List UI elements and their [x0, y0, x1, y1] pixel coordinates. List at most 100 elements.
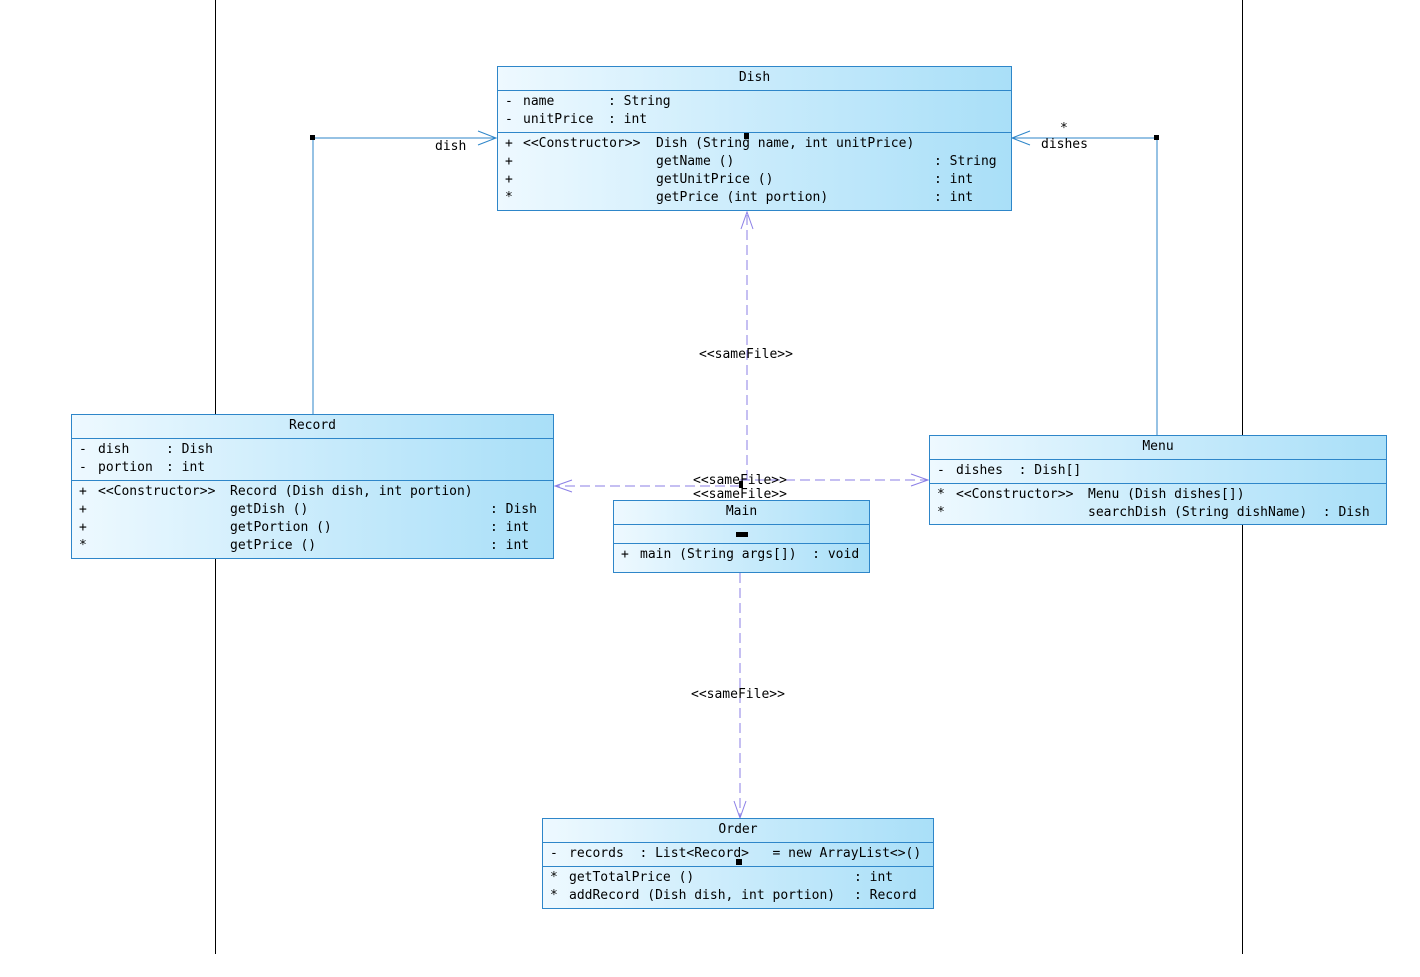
operation-row[interactable]: + getPortion () : int — [72, 519, 553, 537]
attribute-type: : int — [166, 460, 206, 475]
operation-signature: getDish () — [230, 502, 309, 517]
stereotype: <<Constructor>> — [523, 136, 641, 151]
attribute-section: - dishes : Dish[] — [930, 460, 1386, 484]
operation-signature: Record (Dish dish, int portion) — [230, 484, 473, 499]
operation-signature: getUnitPrice () — [656, 172, 774, 187]
return-type: : int — [490, 520, 530, 535]
class-main[interactable]: Main + main (String args[]) : void — [613, 500, 870, 573]
attribute-row[interactable]: - unitPrice : int — [498, 111, 1011, 129]
attribute-name: portion — [98, 460, 153, 475]
operation-row[interactable]: * searchDish (String dishName) : Dish — [930, 504, 1386, 522]
operation-signature: Dish (String name, int unitPrice) — [656, 136, 915, 151]
operation-signature: getPrice () — [230, 538, 317, 553]
operation-section: + main (String args[]) : void — [614, 544, 869, 567]
attribute-section: - name : String - unitPrice : int — [498, 91, 1011, 133]
stereotype: <<Constructor>> — [98, 484, 216, 499]
arrowhead-main-dish — [740, 210, 754, 230]
visibility-marker: * — [550, 888, 558, 903]
operation-section: * <<Constructor>> Menu (Dish dishes[]) *… — [930, 484, 1386, 525]
operation-section: * getTotalPrice () : int * addRecord (Di… — [543, 867, 933, 908]
operation-row[interactable]: + <<Constructor>> Record (Dish dish, int… — [72, 483, 553, 501]
visibility-marker: + — [505, 172, 513, 187]
attribute-row[interactable]: - name : String — [498, 93, 1011, 111]
role-label-dish: dish — [435, 139, 467, 154]
operation-row[interactable]: * getPrice (int portion) : int — [498, 189, 1011, 207]
stereotype-label-main-menu: <<sameFile>> — [693, 474, 787, 488]
attribute-row[interactable]: - dishes : Dish[] — [930, 462, 1386, 480]
visibility-marker: + — [505, 136, 513, 151]
operation-section: + <<Constructor>> Dish (String name, int… — [498, 133, 1011, 210]
visibility-marker: - — [505, 112, 513, 127]
visibility-marker: - — [79, 442, 87, 457]
attribute-type: : int — [608, 112, 648, 127]
visibility-marker: - — [937, 463, 945, 478]
operation-row[interactable]: * getPrice () : int — [72, 537, 553, 555]
visibility-marker: - — [550, 846, 558, 861]
operation-signature: getPortion () — [230, 520, 332, 535]
arrowhead-record-dish — [477, 130, 498, 146]
label-handle-main[interactable] — [739, 481, 743, 488]
stereotype-label-main-order: <<sameFile>> — [691, 687, 785, 702]
visibility-marker: + — [79, 484, 87, 499]
attribute-name: unitPrice — [523, 112, 594, 127]
visibility-marker: * — [79, 538, 87, 553]
operation-row[interactable]: + main (String args[]) : void — [614, 546, 869, 564]
operation-row[interactable]: + getName () : String — [498, 153, 1011, 171]
return-type: : Record — [854, 888, 917, 903]
operation-signature: Menu (Dish dishes[]) — [1088, 487, 1245, 502]
connection-handle-order[interactable] — [736, 859, 742, 865]
visibility-marker: + — [621, 547, 629, 562]
operation-signature: getPrice (int portion) — [656, 190, 829, 205]
arrowhead-main-menu — [910, 473, 930, 487]
empty-section-marker — [736, 532, 748, 537]
class-title: Order — [543, 819, 933, 843]
connection-handle-dish[interactable] — [744, 133, 749, 139]
visibility-marker: * — [550, 870, 558, 885]
visibility-marker: + — [505, 154, 513, 169]
operation-signature: getTotalPrice () — [569, 870, 695, 885]
class-title: Menu — [930, 436, 1386, 460]
attribute-text: records : List<Record> = new ArrayList<>… — [569, 846, 922, 861]
class-title: Main — [614, 501, 869, 525]
class-dish[interactable]: Dish - name : String - unitPrice : int +… — [497, 66, 1012, 211]
attribute-section-empty — [614, 525, 869, 544]
attribute-row[interactable]: - dish : Dish — [72, 441, 553, 459]
visibility-marker: + — [79, 520, 87, 535]
operation-row[interactable]: + getUnitPrice () : int — [498, 171, 1011, 189]
operation-signature: getName () — [656, 154, 735, 169]
visibility-marker: * — [937, 487, 945, 502]
visibility-marker: - — [505, 94, 513, 109]
attribute-section: - records : List<Record> = new ArrayList… — [543, 843, 933, 867]
attribute-name: name — [523, 94, 555, 109]
attribute-section: - dish : Dish - portion : int — [72, 439, 553, 481]
multiplicity-label-dishes: * — [1060, 121, 1068, 136]
stereotype: <<Constructor>> — [956, 487, 1074, 502]
operation-signature: addRecord (Dish dish, int portion) — [569, 888, 836, 903]
arrowhead-menu-dish — [1010, 130, 1031, 146]
class-record[interactable]: Record - dish : Dish - portion : int + <… — [71, 414, 554, 559]
attribute-type: : String — [608, 94, 671, 109]
attribute-row[interactable]: - records : List<Record> = new ArrayList… — [543, 845, 933, 863]
operation-row[interactable]: + <<Constructor>> Dish (String name, int… — [498, 135, 1011, 153]
visibility-marker: + — [79, 502, 87, 517]
bend-handle-menu-dish[interactable] — [1154, 135, 1159, 140]
class-order[interactable]: Order - records : List<Record> = new Arr… — [542, 818, 934, 909]
attribute-row[interactable]: - portion : int — [72, 459, 553, 477]
association-record-dish[interactable] — [312, 137, 496, 414]
visibility-marker: - — [79, 460, 87, 475]
return-type: : int — [854, 870, 894, 885]
operation-row[interactable]: + getDish () : Dish — [72, 501, 553, 519]
operation-row[interactable]: * addRecord (Dish dish, int portion) : R… — [543, 887, 933, 905]
class-menu[interactable]: Menu - dishes : Dish[] * <<Constructor>>… — [929, 435, 1387, 525]
class-title: Dish — [498, 67, 1011, 91]
bend-handle-record-dish[interactable] — [310, 135, 315, 140]
operation-row[interactable]: * <<Constructor>> Menu (Dish dishes[]) — [930, 486, 1386, 504]
association-menu-dish[interactable] — [1012, 137, 1158, 435]
operation-section: + <<Constructor>> Record (Dish dish, int… — [72, 481, 553, 558]
return-type: : String — [934, 154, 997, 169]
stereotype-label-main-dish: <<sameFile>> — [699, 347, 793, 362]
role-label-dishes: dishes — [1041, 137, 1088, 152]
attribute-type: : Dish — [166, 442, 213, 457]
stereotype-label-main-record: <<sameFile>> — [693, 487, 787, 502]
operation-row[interactable]: * getTotalPrice () : int — [543, 869, 933, 887]
